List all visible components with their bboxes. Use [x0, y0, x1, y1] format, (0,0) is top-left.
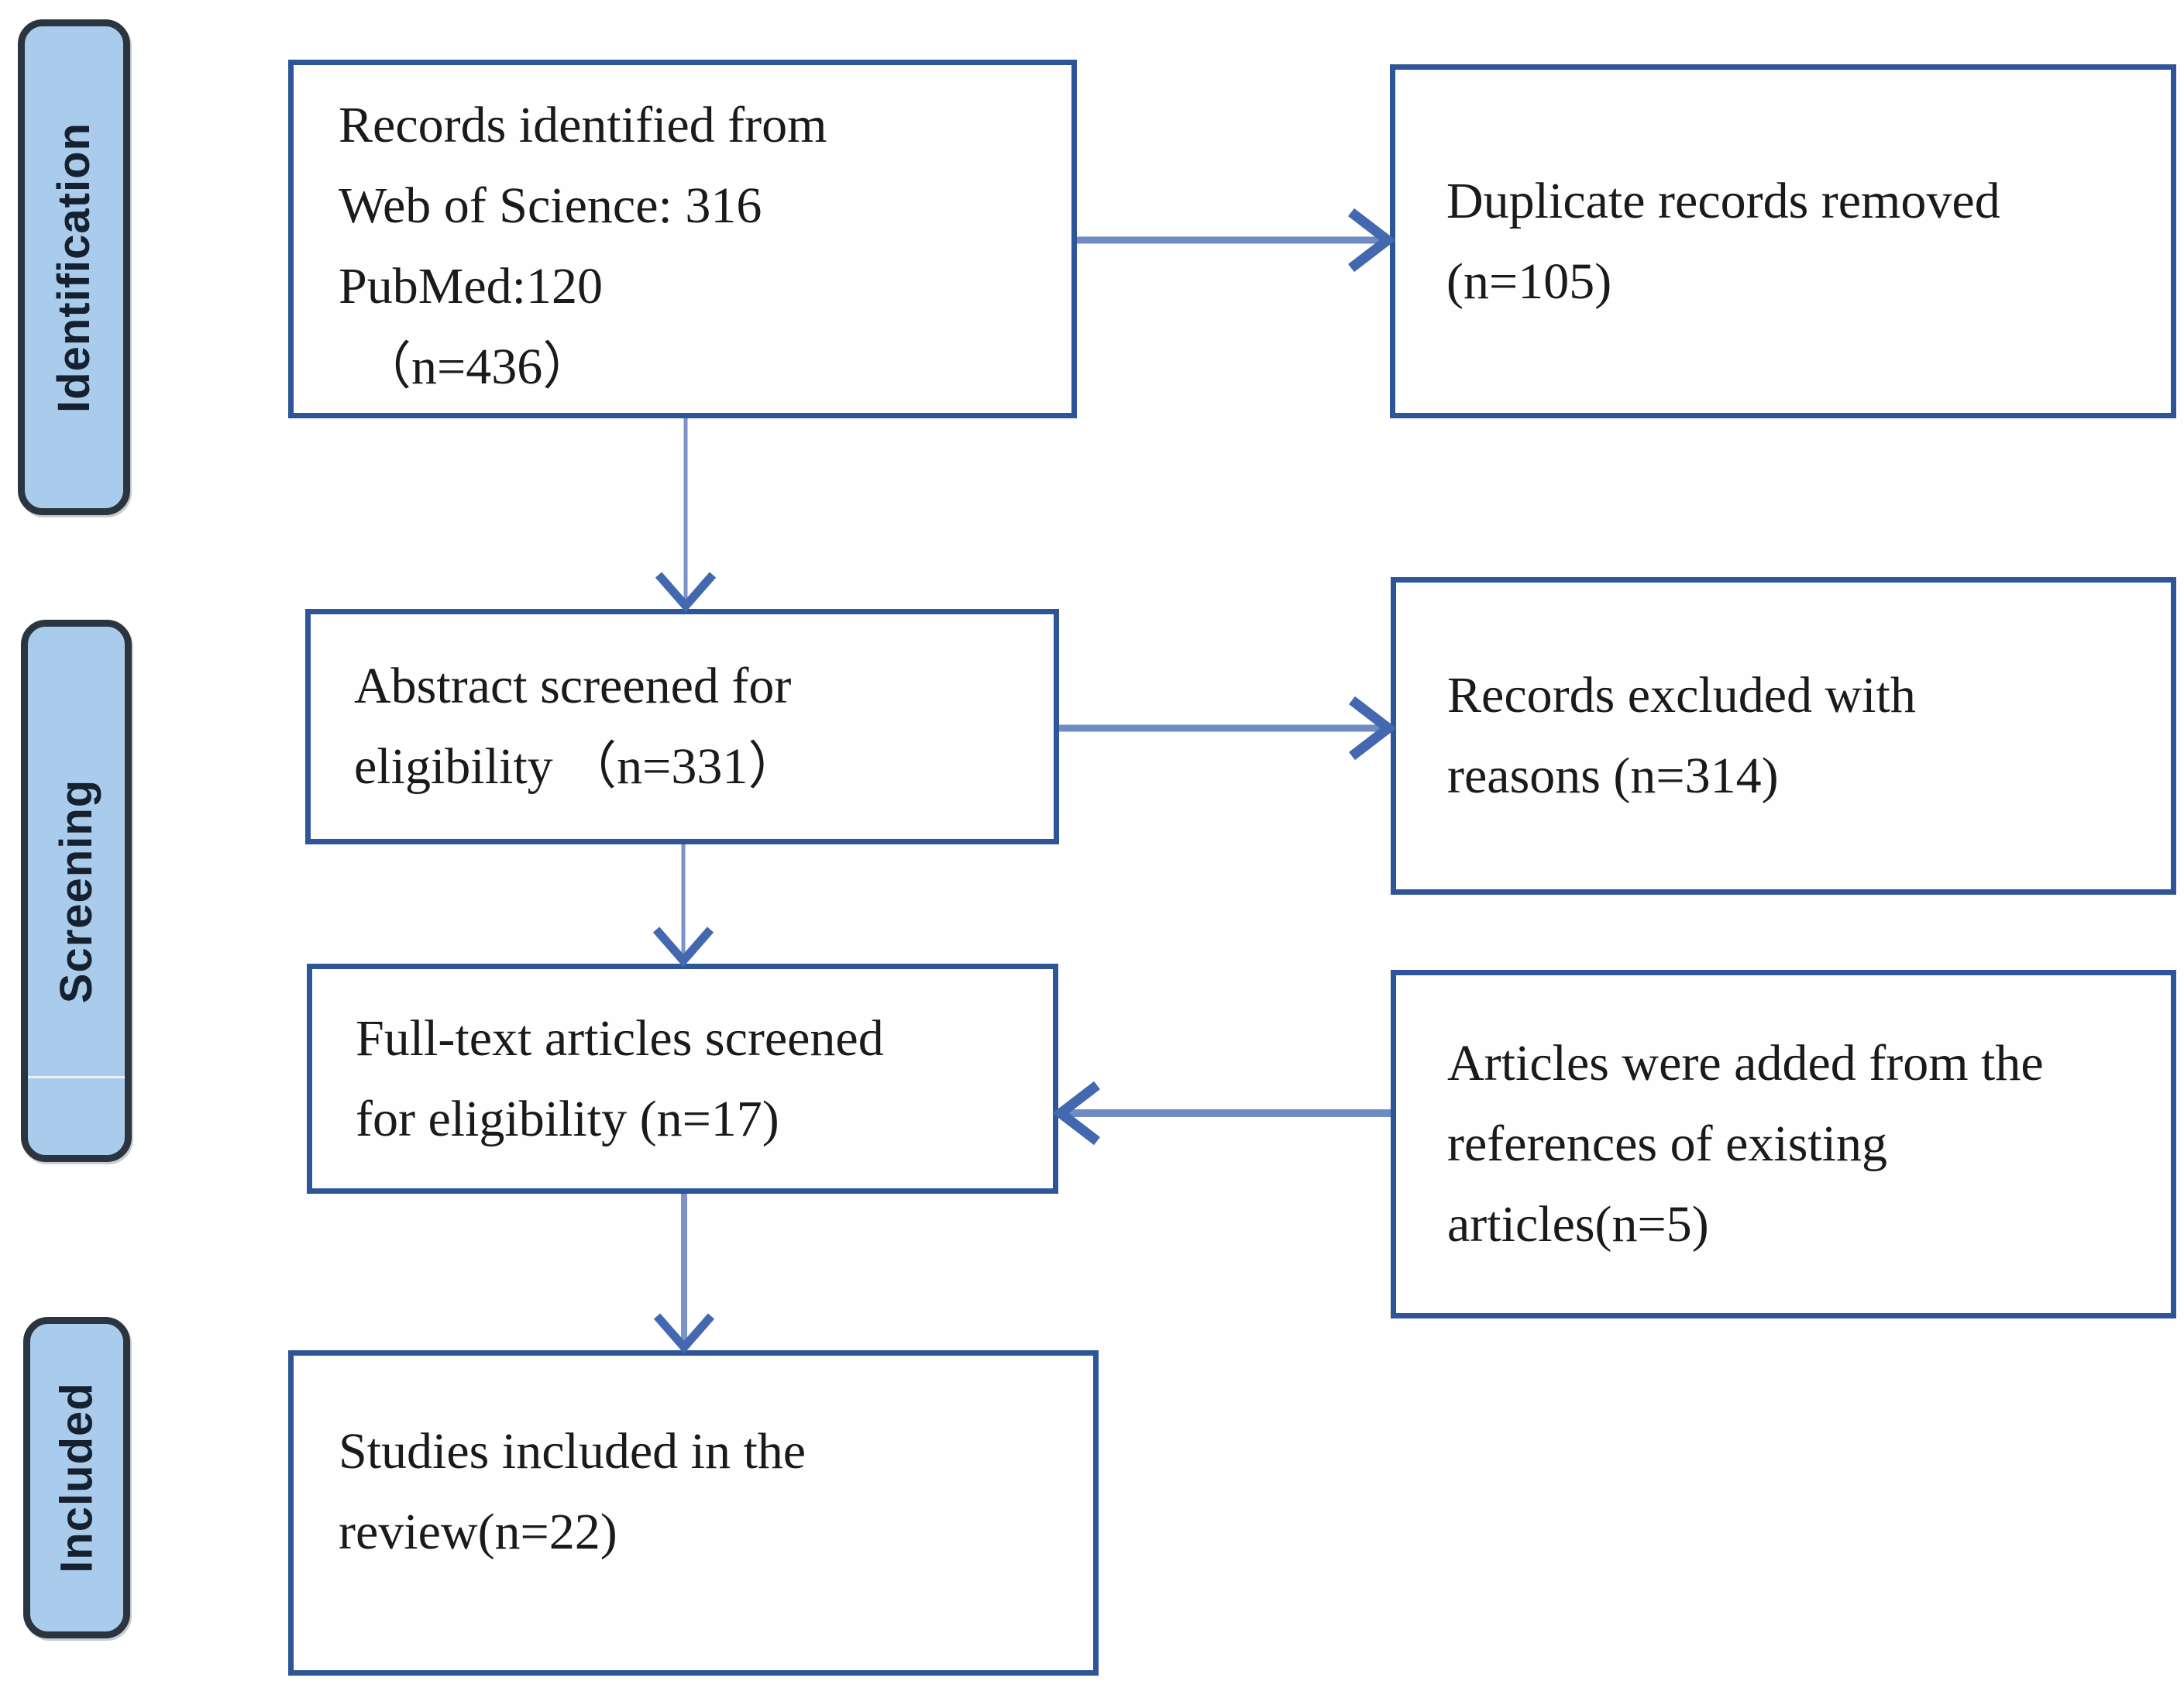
box-text-line: Web of Science: 316	[339, 177, 762, 234]
arrow-identified-to-duplicates	[1077, 208, 1396, 273]
box-abstract-screened: Abstract screened for eligibility （n=331…	[305, 609, 1059, 844]
stage-pill-screening: Screening	[21, 620, 132, 1162]
arrow-fulltext-to-included	[653, 1194, 715, 1354]
arrow-abstract-to-excluded	[1059, 696, 1397, 761]
box-text-line: （n=436）	[360, 339, 594, 395]
pill-divider	[28, 1075, 125, 1078]
box-text-line: review(n=22)	[339, 1504, 617, 1560]
stage-pill-identification: Identification	[18, 19, 130, 515]
box-text-line: PubMed:120	[339, 258, 604, 315]
arrow-identified-to-abstract	[655, 418, 717, 613]
box-text-line: (n=105)	[1446, 253, 1612, 310]
box-text-line: Records excluded with	[1447, 667, 1916, 724]
box-text-line: Records identified from	[339, 97, 827, 153]
box-text-line: articles(n=5)	[1447, 1196, 1709, 1253]
box-text-line: eligibility （n=331）	[354, 738, 800, 795]
box-text-line: Full-text articles screened	[356, 1009, 884, 1067]
box-text-line: Studies included in the	[339, 1423, 807, 1480]
box-studies-included: Studies included in the review(n=22)	[288, 1350, 1099, 1676]
arrow-references-to-fulltext	[1052, 1081, 1391, 1146]
box-duplicates-removed: Duplicate records removed (n=105)	[1390, 64, 2176, 418]
box-records-excluded: Records excluded with reasons (n=314)	[1391, 577, 2176, 895]
box-text-line: Articles were added from the	[1447, 1035, 2044, 1092]
box-text-line: Abstract screened for	[354, 658, 792, 714]
stage-pill-included: Included	[23, 1317, 130, 1638]
box-text-line: reasons (n=314)	[1447, 748, 1779, 804]
box-articles-added: Articles were added from the references …	[1391, 970, 2176, 1318]
box-text-line: references of existing	[1447, 1116, 1888, 1172]
box-fulltext-screened: Full-text articles screened for eligibil…	[307, 964, 1058, 1194]
box-text-line: for eligibility (n=17)	[356, 1090, 779, 1147]
arrow-abstract-to-fulltext	[652, 844, 714, 968]
box-text-line: Duplicate records removed	[1446, 172, 2000, 229]
box-records-identified: Records identified from Web of Science: …	[288, 60, 1077, 418]
